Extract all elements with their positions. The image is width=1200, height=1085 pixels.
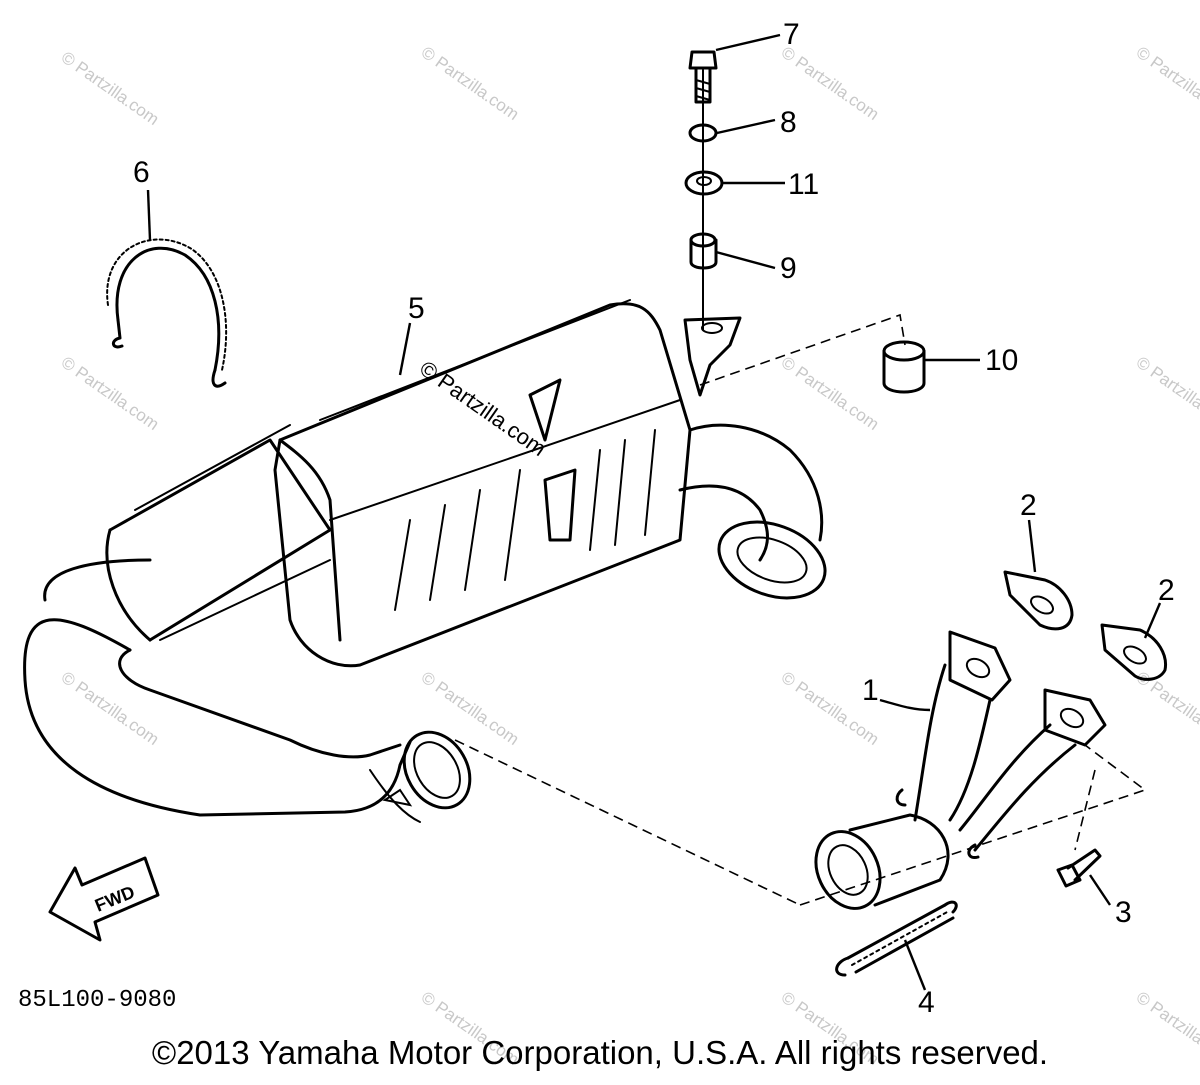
callout-4: 4 [918, 986, 935, 1019]
drawing-code: 85L100-9080 [18, 987, 176, 1014]
callout-3: 3 [1115, 896, 1132, 929]
watermark: © Partzilla.com [418, 43, 523, 124]
assembly-guide-lines [454, 313, 1147, 906]
exhaust-pipe [814, 630, 1107, 910]
tension-spring [835, 900, 958, 977]
muffler-assembly [23, 299, 827, 823]
callout-8: 8 [780, 106, 797, 139]
watermark: © Partzilla.com [1133, 43, 1200, 124]
watermark-center: © Partzilla.com [415, 356, 551, 462]
callout-5: 5 [408, 292, 425, 325]
watermark: © Partzilla.com [778, 353, 883, 434]
watermarks: © Partzilla.com © Partzilla.com © Partzi… [58, 43, 1200, 1069]
exhaust-gaskets [1003, 570, 1168, 681]
watermark: © Partzilla.com [58, 668, 163, 749]
copyright-notice: ©2013 Yamaha Motor Corporation, U.S.A. A… [151, 1034, 1049, 1071]
rubber-damper [882, 340, 926, 394]
watermark: © Partzilla.com [418, 668, 523, 749]
forward-label: FWD [92, 882, 137, 916]
watermark: © Partzilla.com [1133, 353, 1200, 434]
forward-direction-arrow: FWD [48, 856, 160, 942]
flange-bolt [1056, 848, 1102, 888]
mounting-fasteners [684, 50, 724, 331]
callout-6: 6 [133, 156, 150, 189]
callout-2-lower: 2 [1158, 574, 1175, 607]
spring-hook [106, 238, 228, 388]
callout-numbers: 7 8 11 9 10 5 6 2 2 1 3 4 [133, 18, 1175, 1019]
callout-10: 10 [985, 344, 1018, 377]
leader-lines [146, 33, 1162, 991]
callout-2-upper: 2 [1020, 489, 1037, 522]
callout-7: 7 [783, 18, 800, 51]
watermark: © Partzilla.com [58, 48, 163, 129]
callout-11: 11 [788, 168, 819, 201]
watermark: © Partzilla.com [58, 353, 163, 434]
callout-9: 9 [780, 252, 797, 285]
callout-1: 1 [862, 674, 879, 707]
